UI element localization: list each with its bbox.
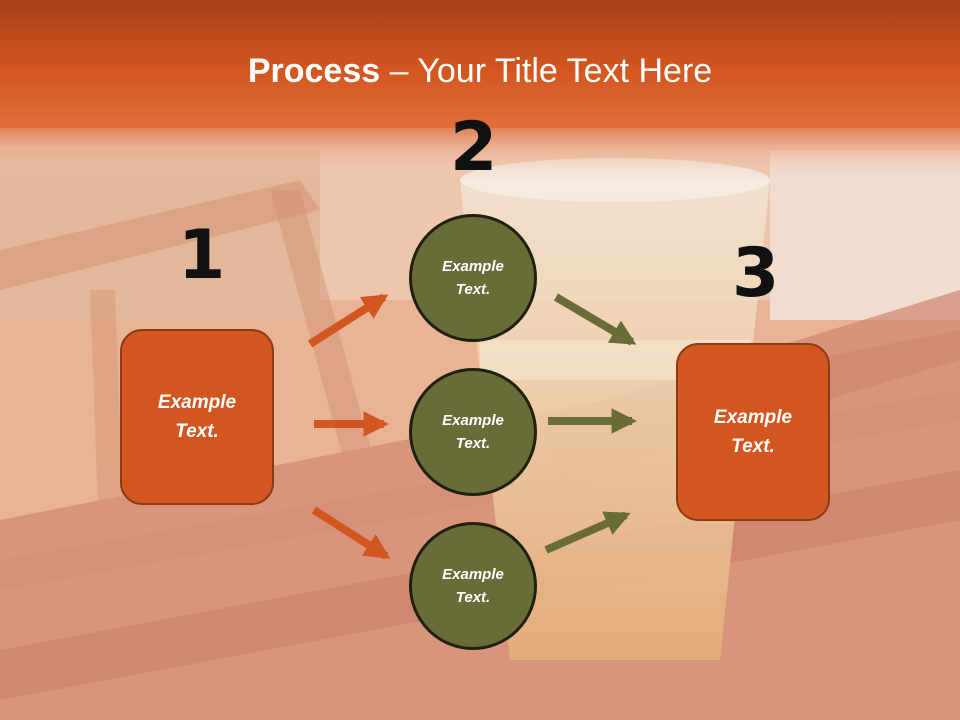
title-rest: – Your Title Text Here	[380, 52, 713, 90]
title-bold: Process	[247, 52, 381, 90]
circle-bottom-label: Example Text.	[442, 566, 504, 606]
right-process-box: Example Text.	[676, 343, 830, 521]
step-number-3: 3	[732, 234, 780, 313]
step-number-2: 2	[450, 108, 498, 187]
arrow-left-to-top	[307, 293, 389, 348]
process-circle-middle: Example Text.	[409, 368, 537, 496]
arrow-left-to-bottom	[311, 506, 391, 560]
circle-top-label: Example Text.	[442, 258, 504, 298]
step-number-1: 1	[178, 216, 226, 295]
process-circle-bottom: Example Text.	[409, 522, 537, 650]
left-process-box: Example Text.	[120, 329, 274, 505]
right-box-label: Example Text.	[713, 407, 793, 457]
left-box-label: Example Text.	[157, 392, 237, 442]
arrow-bottom-to-right	[544, 511, 631, 554]
arrow-top-to-right	[553, 293, 637, 346]
slide-title: Process – Your Title Text Here	[0, 52, 960, 91]
process-circle-top: Example Text.	[409, 214, 537, 342]
circle-middle-label: Example Text.	[442, 412, 504, 452]
